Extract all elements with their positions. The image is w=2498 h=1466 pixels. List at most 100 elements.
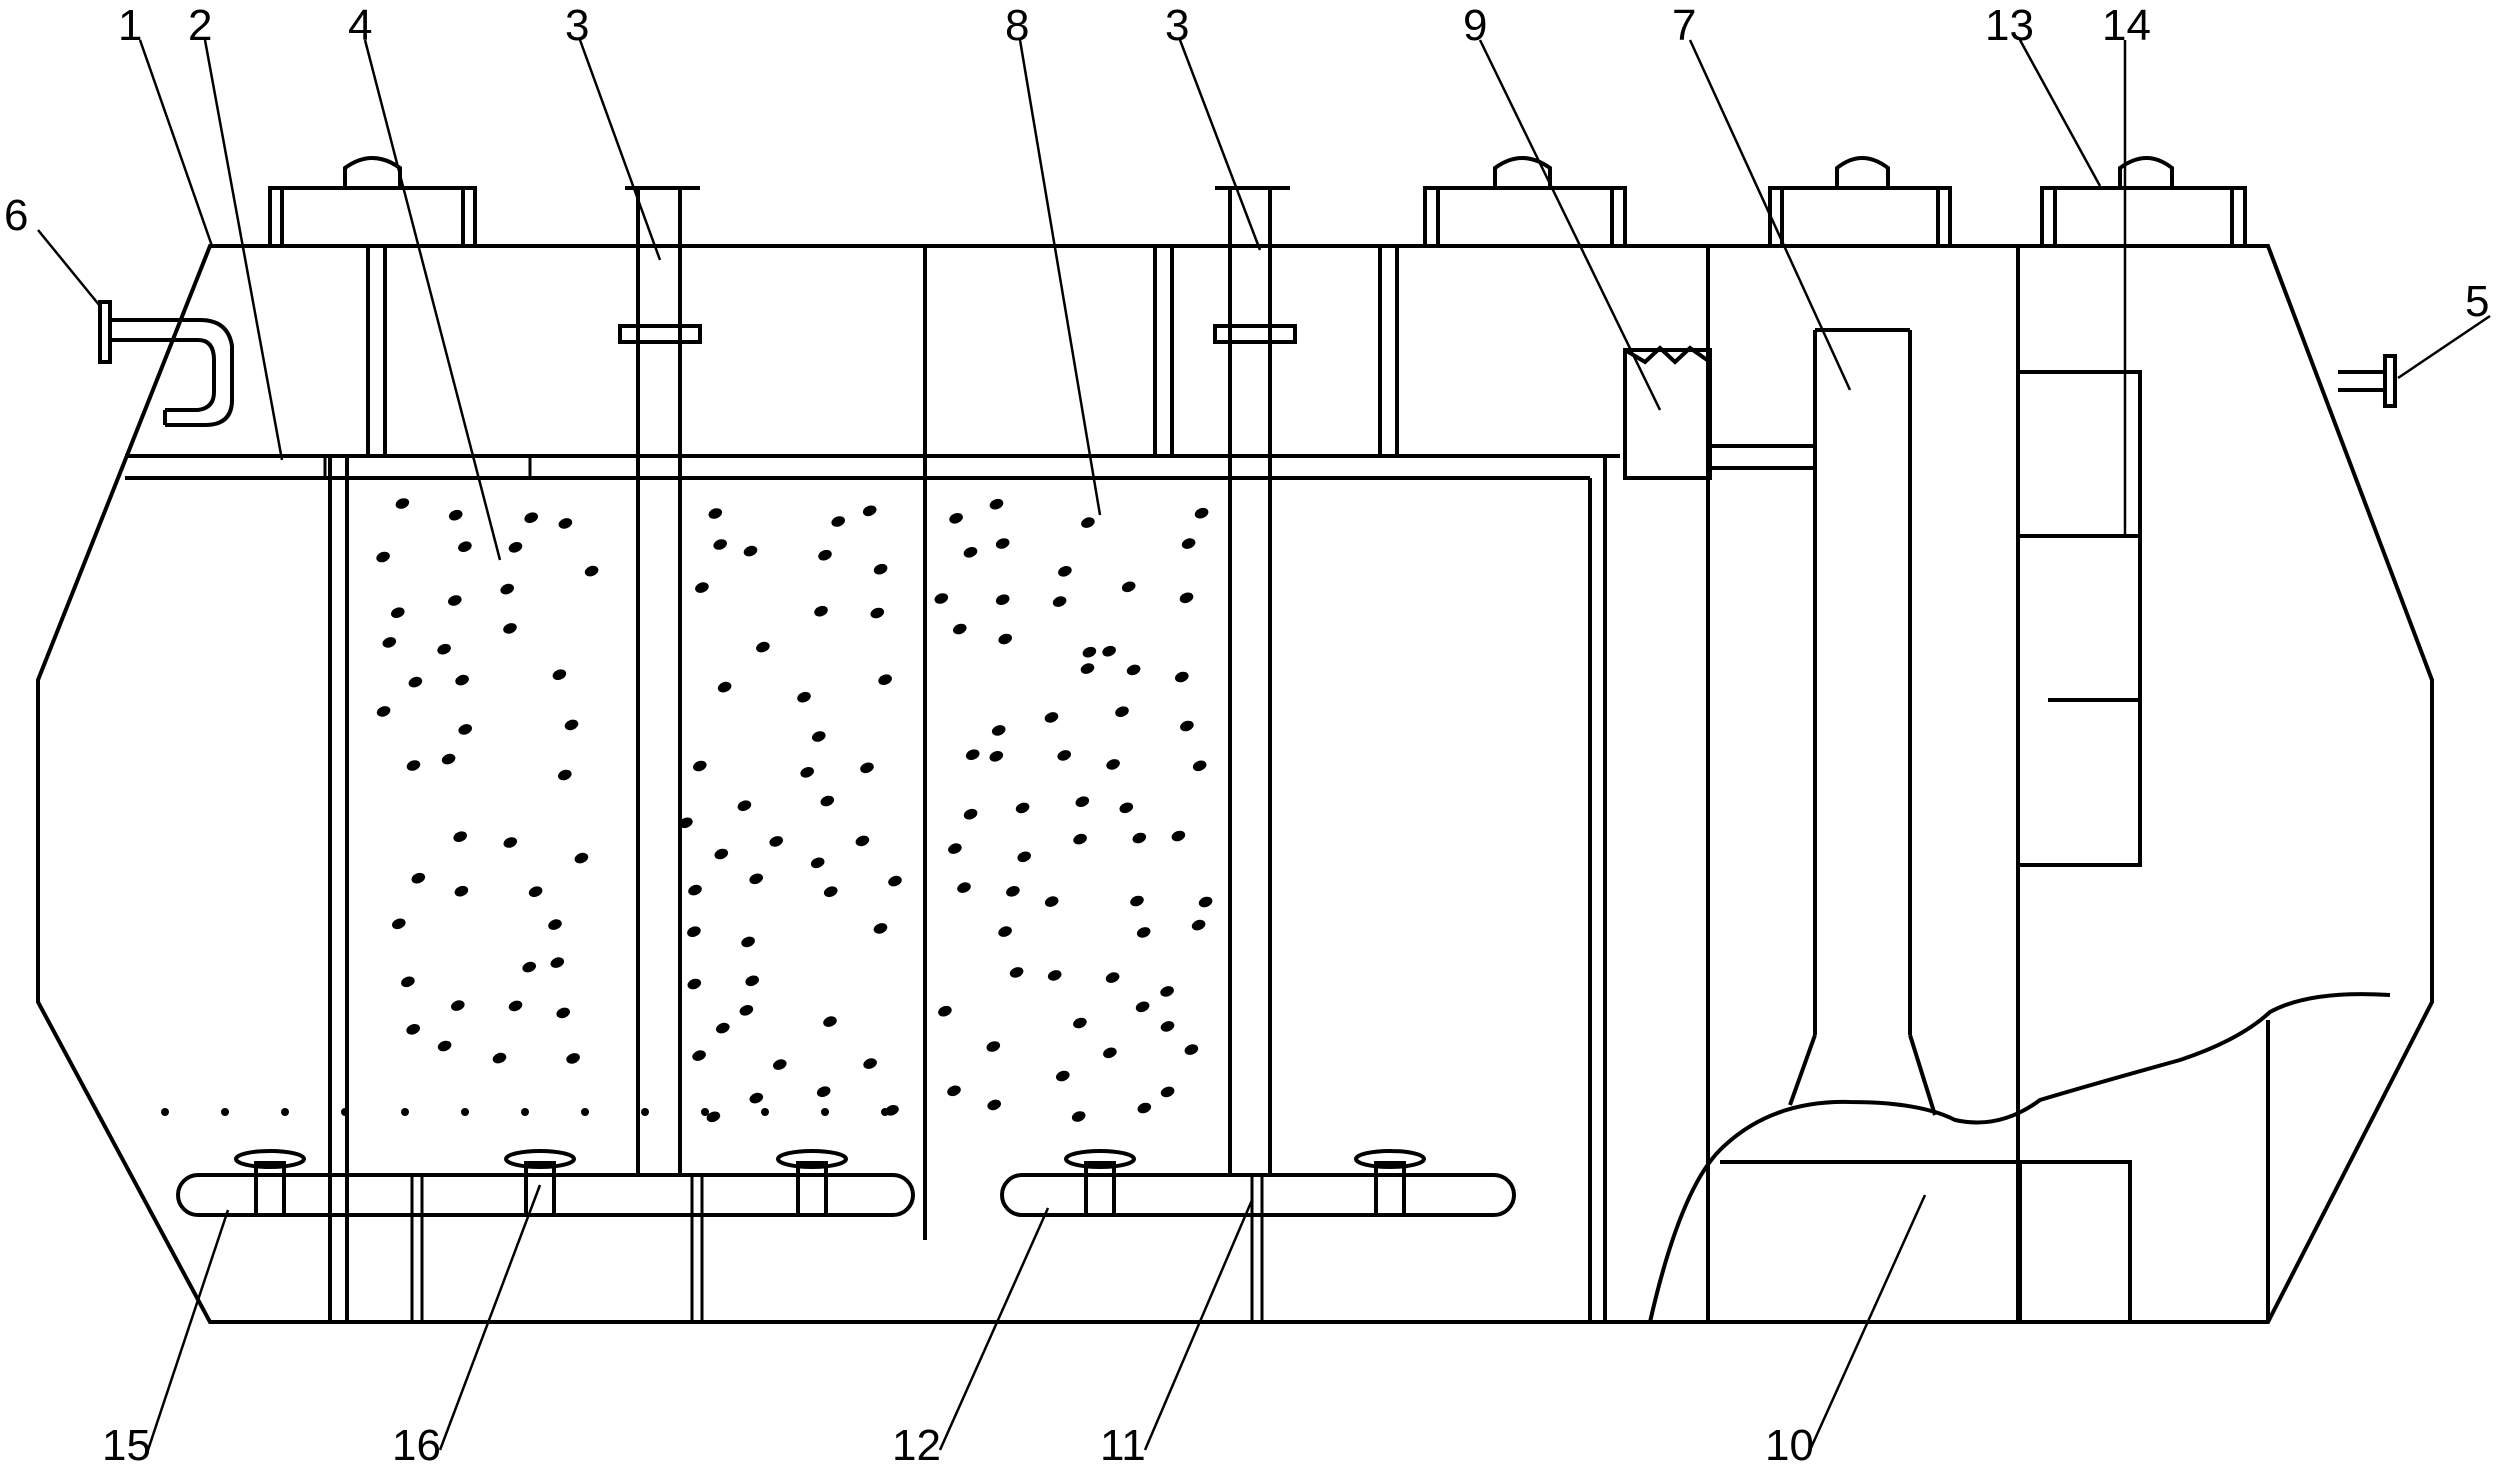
media-particle xyxy=(408,676,423,688)
settled-particle xyxy=(221,1108,229,1116)
media-particle xyxy=(1105,972,1120,983)
callout-2: 2 xyxy=(188,1,212,50)
media-particle xyxy=(1075,796,1090,807)
media-particle xyxy=(1071,1111,1086,1122)
callout-11: 11 xyxy=(1100,1421,1146,1466)
media-particle xyxy=(688,884,702,896)
settled-particle xyxy=(341,1108,349,1116)
media-particle xyxy=(1044,896,1059,907)
media-particle xyxy=(870,607,885,619)
air-pipe-right xyxy=(1213,186,1297,1175)
media-particle xyxy=(548,919,562,930)
media-particle xyxy=(749,1092,764,1104)
media-particle xyxy=(998,633,1012,645)
media-particle xyxy=(938,1005,952,1017)
aeration-header-right xyxy=(1000,1173,1516,1322)
media-particle xyxy=(991,725,1006,736)
media-particle xyxy=(965,749,980,760)
diffuser-cap xyxy=(1354,1149,1426,1169)
settled-particle xyxy=(761,1108,769,1116)
media-particle xyxy=(818,549,832,561)
inlet-pipe xyxy=(98,300,234,427)
media-particle xyxy=(797,691,811,703)
media-particle xyxy=(862,505,877,517)
media-particle xyxy=(522,961,536,973)
media-particle xyxy=(556,1007,570,1019)
top-partition-plate xyxy=(125,454,1620,480)
media-particle xyxy=(812,731,826,742)
aeration-header-left xyxy=(176,1173,915,1322)
manhole-cover-4 xyxy=(2040,156,2247,246)
media-particle xyxy=(437,1040,452,1052)
media-particle xyxy=(947,1085,961,1097)
media-particle xyxy=(1106,759,1120,770)
media-particle xyxy=(1136,927,1151,938)
media-particle xyxy=(989,751,1004,762)
media-particle xyxy=(1080,663,1095,674)
media-particle xyxy=(1135,1001,1150,1013)
media-particle xyxy=(1017,851,1031,863)
media-particle xyxy=(458,541,472,552)
callout-labels: 1 2 4 3 8 3 9 7 13 14 6 5 15 16 12 11 10 xyxy=(4,1,2489,1466)
media-particle xyxy=(816,1086,831,1097)
settled-particle xyxy=(521,1108,529,1116)
media-particle xyxy=(453,831,467,842)
media-particle xyxy=(717,681,732,693)
media-particle xyxy=(1047,970,1062,981)
baffle-chamber xyxy=(2016,246,2142,1322)
settled-particle xyxy=(161,1108,169,1116)
media-particle xyxy=(1175,671,1189,683)
media-particle xyxy=(1160,1021,1175,1032)
media-particle xyxy=(737,800,752,811)
media-particle xyxy=(376,706,391,717)
media-particle xyxy=(564,719,579,731)
media-particle xyxy=(391,607,405,618)
media-particle xyxy=(1009,967,1024,978)
media-particle xyxy=(1180,720,1194,732)
filler-media-group xyxy=(161,498,1213,1123)
diffuser-cap xyxy=(504,1149,576,1169)
media-particle xyxy=(957,882,971,893)
callout-12: 12 xyxy=(892,1421,941,1466)
callout-8: 8 xyxy=(1005,1,1029,50)
callout-13: 13 xyxy=(1985,1,2034,50)
media-particle xyxy=(1073,1017,1087,1029)
media-particle xyxy=(745,975,759,987)
diffuser-cap xyxy=(234,1149,306,1169)
media-particle xyxy=(1194,507,1209,519)
media-particle xyxy=(1103,1047,1117,1059)
media-particle xyxy=(1121,581,1136,593)
callout-16: 16 xyxy=(392,1421,441,1466)
media-particle xyxy=(392,918,406,930)
media-particle xyxy=(584,565,599,577)
callout-10: 10 xyxy=(1765,1421,1814,1466)
media-particle xyxy=(1184,1044,1199,1055)
media-particle xyxy=(382,637,397,648)
media-particle xyxy=(695,582,709,593)
media-particle xyxy=(1171,830,1186,842)
media-particle xyxy=(716,1022,730,1034)
media-particle xyxy=(989,498,1004,510)
media-particle xyxy=(878,674,892,685)
media-particle xyxy=(455,674,469,686)
media-particle xyxy=(1081,517,1095,528)
media-particle xyxy=(552,669,567,680)
manhole-cover-2 xyxy=(1423,156,1627,246)
media-particle xyxy=(1160,1086,1175,1098)
diffuser-cap xyxy=(776,1149,848,1169)
media-particle xyxy=(860,762,874,774)
media-particle xyxy=(401,976,415,988)
media-particle xyxy=(1192,760,1207,772)
media-particle xyxy=(986,1041,1001,1052)
media-particle xyxy=(1058,566,1072,577)
media-particle xyxy=(773,1059,787,1070)
manhole-cover-3 xyxy=(1768,156,1952,246)
media-particle xyxy=(566,1053,580,1064)
media-particle xyxy=(863,1058,877,1069)
media-particle xyxy=(814,605,828,617)
media-particle xyxy=(810,857,825,869)
callout-3-right: 3 xyxy=(1165,1,1189,50)
media-particle xyxy=(492,1052,507,1064)
media-particle xyxy=(1115,706,1129,717)
callout-7: 7 xyxy=(1672,1,1696,50)
